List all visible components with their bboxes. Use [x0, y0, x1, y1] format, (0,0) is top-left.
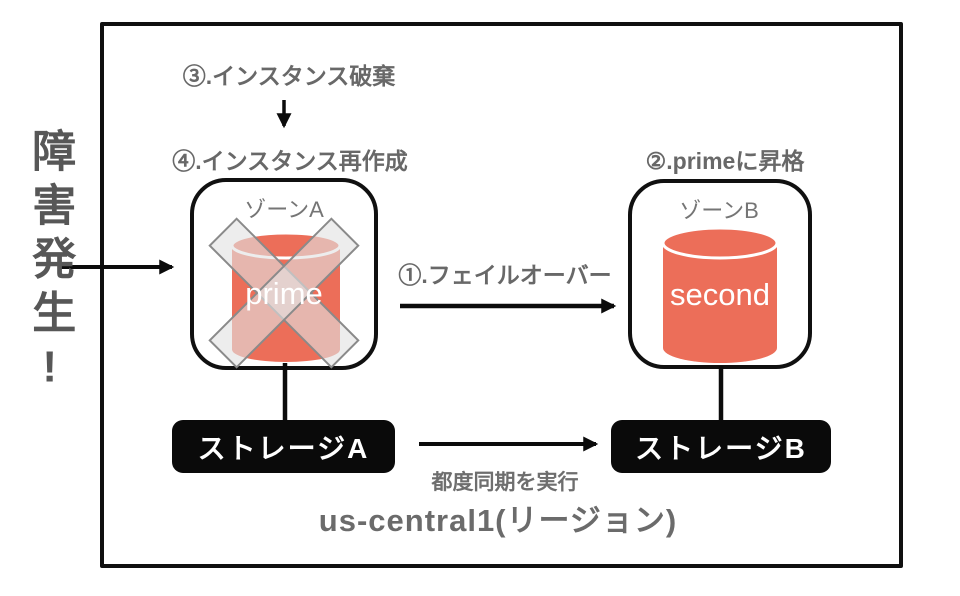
zone-b-label: ゾーンB — [679, 198, 759, 223]
storage-b-label: ストレージB — [635, 432, 807, 464]
step3-instance-destroy-label: ③.インスタンス破棄 — [182, 63, 396, 89]
failure-label: 障害発生! — [25, 128, 75, 402]
region-boundary-box — [100, 22, 903, 568]
storage-b-box: ストレージB — [611, 420, 831, 473]
storage-a-box: ストレージA — [172, 420, 395, 473]
step1-failover-label: ①.フェイルオーバー — [398, 262, 612, 288]
storage-a-label: ストレージA — [197, 432, 370, 464]
step4-instance-recreate-label: ④.インスタンス再作成 — [172, 148, 408, 174]
sync-label: 都度同期を実行 — [431, 471, 579, 494]
step2-promote-label: ②.primeに昇格 — [645, 148, 805, 174]
secondary-instance-label: second — [670, 277, 770, 312]
primary-instance-label: prime — [245, 276, 323, 311]
region-label: us-central1(リージョン) — [318, 503, 678, 538]
zone-a-label: ゾーンA — [244, 197, 324, 222]
